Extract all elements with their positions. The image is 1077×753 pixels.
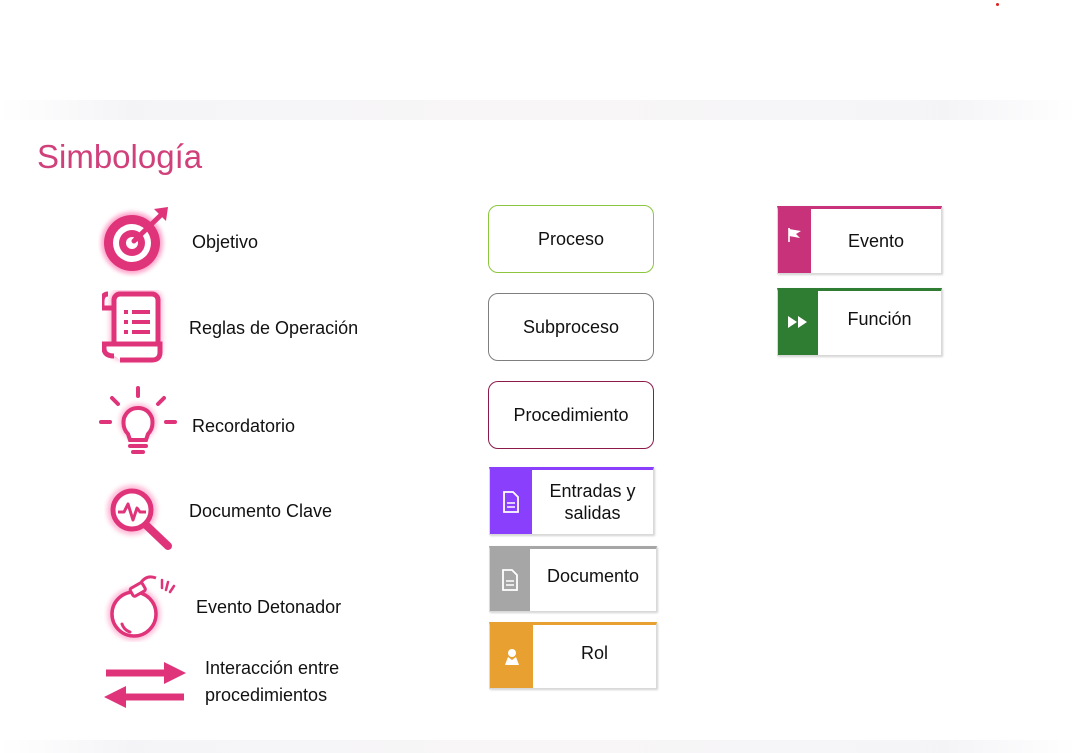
target-icon	[98, 205, 176, 282]
rol-strip	[490, 625, 533, 688]
person-icon	[504, 648, 519, 665]
procedimiento-box: Procedimiento	[488, 381, 654, 449]
proceso-label: Proceso	[537, 228, 605, 249]
magnifier-pulse-icon	[104, 480, 180, 557]
symbol-label-interaccion-line1: Interacción entre	[205, 658, 340, 678]
document-icon	[503, 491, 519, 513]
evento-box: Evento	[777, 206, 942, 274]
lightbulb-icon	[98, 384, 178, 469]
funcion-box: Función	[777, 288, 942, 356]
symbol-label-interaccion-line2: procedimientos	[205, 685, 328, 705]
corner-dot	[996, 3, 999, 6]
funcion-label: Función	[847, 309, 912, 329]
header-band	[0, 100, 1077, 120]
fast-forward-icon	[788, 316, 807, 328]
rol-box: Rol	[489, 622, 657, 689]
symbol-label-reglas: Reglas de Operación	[189, 318, 359, 338]
entradas-strip	[490, 470, 532, 534]
symbol-label-documento-clave: Documento Clave	[189, 501, 333, 521]
bomb-icon	[104, 570, 184, 647]
entradas-label-line2: salidas	[564, 503, 621, 523]
entradas-label-line1: Entradas y	[549, 481, 636, 501]
page-title: Simbología	[37, 138, 203, 175]
documento-box: Documento	[489, 546, 657, 612]
symbol-label-evento-detonador: Evento Detonador	[196, 597, 342, 617]
scroll-document-icon	[99, 289, 172, 369]
procedimiento-label: Procedimiento	[513, 404, 629, 425]
evento-text: Evento	[811, 209, 941, 273]
symbol-label-objetivo: Objetivo	[192, 232, 259, 252]
funcion-strip	[778, 291, 818, 355]
proceso-box: Proceso	[488, 205, 654, 273]
documento-label: Documento	[546, 566, 640, 586]
entradas-text: Entradas y salidas	[532, 470, 653, 534]
symbol-label-recordatorio: Recordatorio	[192, 416, 296, 436]
subproceso-box: Subproceso	[488, 293, 654, 361]
rol-text: Rol	[533, 625, 656, 680]
evento-label: Evento	[847, 231, 905, 251]
flag-icon	[787, 228, 801, 242]
rol-label: Rol	[580, 642, 608, 663]
entradas-salidas-box: Entradas y salidas	[489, 467, 654, 535]
documento-text: Documento	[530, 549, 656, 603]
document-icon	[502, 569, 518, 591]
documento-strip	[490, 549, 530, 611]
funcion-text: Función	[818, 291, 941, 347]
footer-band	[0, 740, 1077, 753]
double-arrow-icon	[100, 655, 190, 716]
subproceso-label: Subproceso	[522, 316, 620, 337]
evento-strip	[778, 209, 811, 273]
